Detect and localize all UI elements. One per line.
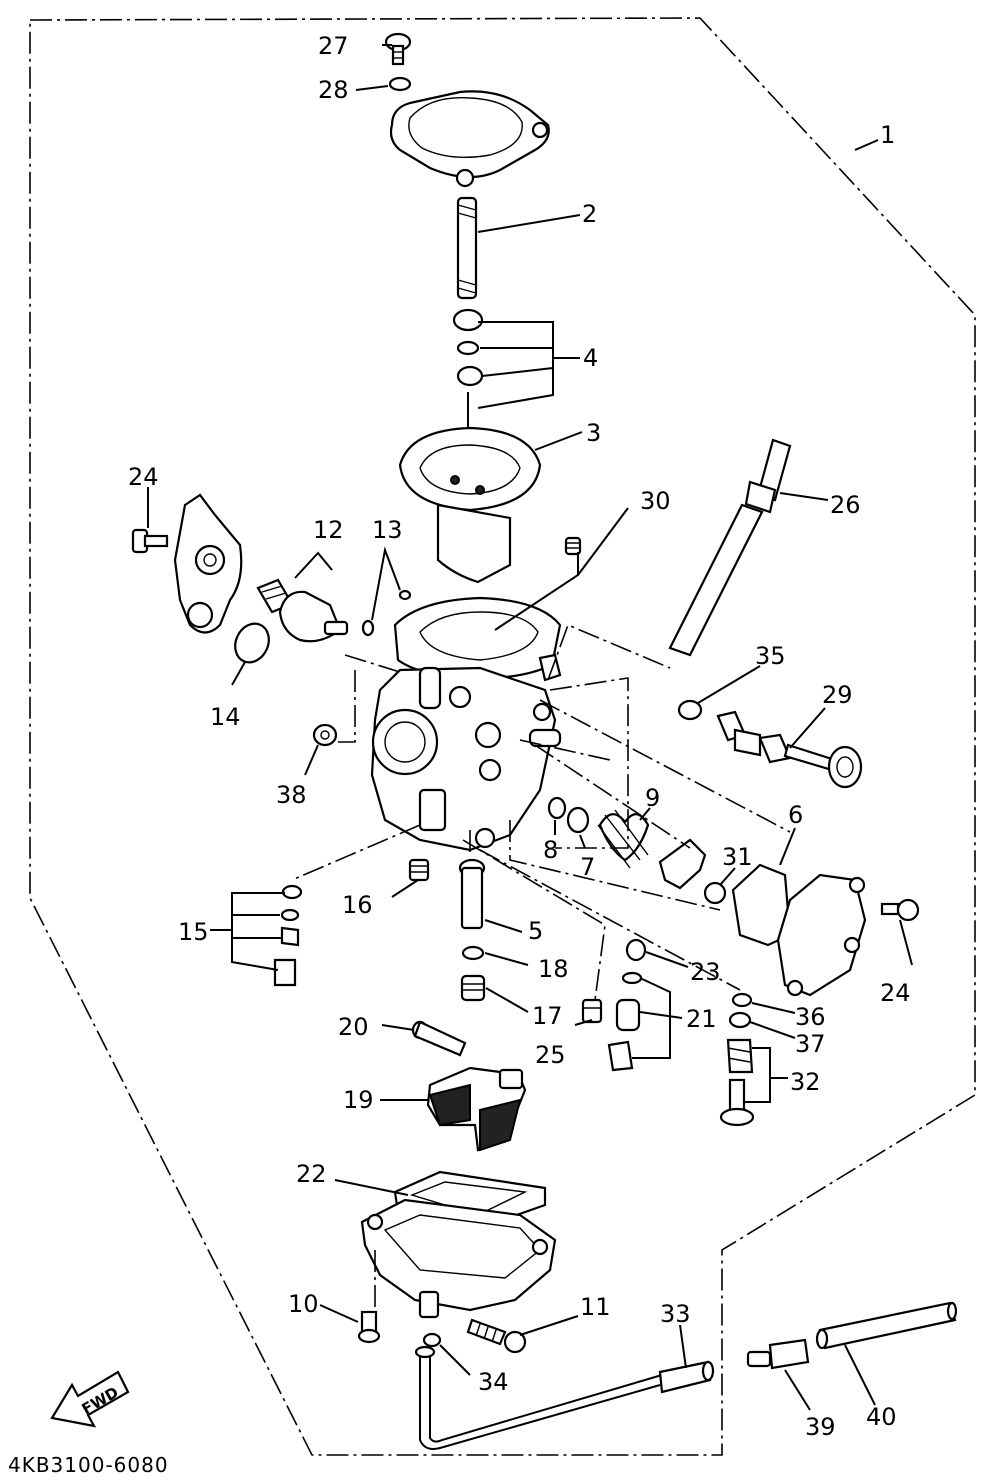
part-13-o-rings bbox=[361, 589, 412, 637]
callout-22: 22 bbox=[296, 1160, 327, 1188]
part-28-washer bbox=[388, 76, 412, 92]
part-36-o-ring bbox=[731, 992, 753, 1008]
part-30-jet bbox=[564, 536, 582, 556]
callout-8: 8 bbox=[543, 836, 558, 864]
part-5-needle-jet bbox=[458, 858, 486, 930]
part-14-o-ring bbox=[234, 622, 270, 664]
callout-18: 18 bbox=[538, 955, 569, 983]
routing-lines bbox=[291, 623, 791, 1310]
part-31-lever-screw bbox=[658, 838, 727, 905]
callout-32: 32 bbox=[790, 1068, 821, 1096]
callout-27: 27 bbox=[318, 32, 349, 60]
part-3-diaphragm-piston bbox=[398, 392, 542, 584]
callout-4: 4 bbox=[583, 344, 598, 372]
callout-36: 36 bbox=[795, 1003, 826, 1031]
float-chamber-bowl bbox=[360, 1198, 557, 1319]
leader-lines bbox=[147, 44, 913, 1411]
callout-3: 3 bbox=[586, 419, 601, 447]
part-24-screw-right bbox=[880, 898, 920, 922]
callout-25: 25 bbox=[535, 1041, 566, 1069]
drawing-code: 4KB3100-6080 bbox=[8, 1453, 169, 1477]
callout-16: 16 bbox=[342, 891, 373, 919]
part-23-cap bbox=[625, 938, 647, 962]
callout-24-left: 24 bbox=[128, 463, 159, 491]
callout-40: 40 bbox=[866, 1403, 897, 1431]
carb-top-cover bbox=[389, 90, 550, 188]
callout-17: 17 bbox=[532, 1002, 563, 1030]
assembly-boundary bbox=[29, 17, 976, 1456]
callout-labels: 1 2 3 4 5 6 7 8 9 10 11 12 13 14 15 16 1… bbox=[128, 32, 911, 1441]
callout-1: 1 bbox=[880, 121, 895, 149]
part-33-drain-hose bbox=[414, 1345, 715, 1450]
callout-23: 23 bbox=[690, 958, 721, 986]
fwd-arrow-icon: FWD bbox=[50, 1370, 130, 1428]
part-11-drain-screw bbox=[466, 1318, 527, 1354]
callout-33: 33 bbox=[660, 1300, 691, 1328]
callout-38: 38 bbox=[276, 781, 307, 809]
callout-29: 29 bbox=[822, 681, 853, 709]
callout-13: 13 bbox=[372, 516, 403, 544]
part-29-screw-assembly bbox=[716, 710, 863, 789]
carburetor-body bbox=[370, 596, 562, 852]
part-40-hose bbox=[815, 1301, 958, 1350]
callout-34: 34 bbox=[478, 1368, 509, 1396]
part-16-jet bbox=[408, 858, 430, 882]
part-37-washer bbox=[728, 1011, 752, 1029]
part-34-o-ring bbox=[422, 1332, 442, 1348]
part-19-float bbox=[426, 1066, 527, 1152]
part-18-washer bbox=[461, 945, 485, 961]
callout-35: 35 bbox=[755, 642, 786, 670]
callout-39: 39 bbox=[805, 1413, 836, 1441]
part-21-washer bbox=[621, 971, 643, 985]
part-24-screw-left bbox=[131, 528, 169, 554]
callout-2: 2 bbox=[582, 200, 597, 228]
callout-31: 31 bbox=[722, 843, 753, 871]
callout-6: 6 bbox=[788, 801, 803, 829]
part-7-seal bbox=[566, 806, 590, 834]
part-9-spring bbox=[597, 809, 650, 869]
part-15-screw-set bbox=[273, 884, 303, 987]
callout-9: 9 bbox=[645, 784, 660, 812]
callout-21: 21 bbox=[686, 1005, 717, 1033]
callout-19: 19 bbox=[343, 1086, 374, 1114]
callout-10: 10 bbox=[288, 1290, 319, 1318]
part-8-washer bbox=[547, 796, 567, 820]
throttle-lever-housing bbox=[173, 493, 243, 634]
part-12-spring-cover bbox=[256, 578, 349, 643]
callout-7: 7 bbox=[580, 853, 595, 881]
callout-15: 15 bbox=[178, 918, 209, 946]
callout-37: 37 bbox=[795, 1030, 826, 1058]
part-26-tube bbox=[668, 438, 792, 657]
callout-12: 12 bbox=[313, 516, 344, 544]
callout-11: 11 bbox=[580, 1293, 611, 1321]
callout-24-right: 24 bbox=[880, 979, 911, 1007]
float-chamber-side-cover bbox=[776, 873, 867, 997]
part-20-float-pin bbox=[411, 1020, 467, 1057]
part-21-needle-valve bbox=[607, 998, 641, 1072]
part-10-screw bbox=[357, 1310, 381, 1344]
callout-5: 5 bbox=[528, 917, 543, 945]
callout-14: 14 bbox=[210, 703, 241, 731]
part-4-retainer-set bbox=[452, 308, 484, 387]
callout-26: 26 bbox=[830, 491, 861, 519]
callout-30: 30 bbox=[640, 487, 671, 515]
part-35-o-ring bbox=[677, 699, 703, 721]
part-32-screw-spring bbox=[719, 1038, 755, 1127]
callout-28: 28 bbox=[318, 76, 349, 104]
part-17-main-jet bbox=[460, 974, 486, 1002]
part-25-jet bbox=[581, 998, 603, 1024]
part-27-screw bbox=[384, 32, 412, 66]
part-38-plug bbox=[312, 723, 338, 747]
part-39-joint bbox=[746, 1338, 810, 1370]
part-2-spring bbox=[456, 196, 478, 300]
callout-20: 20 bbox=[338, 1013, 369, 1041]
